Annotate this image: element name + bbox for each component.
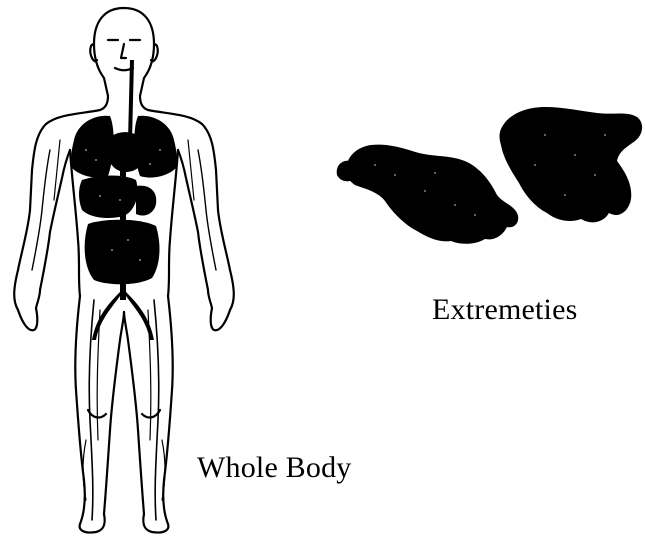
extremeties-label: Extremeties [432, 293, 577, 327]
whole-body-label: Whole Body [197, 451, 351, 485]
extremeties-figure [335, 95, 645, 255]
hands-silhouette-icon [335, 95, 645, 255]
